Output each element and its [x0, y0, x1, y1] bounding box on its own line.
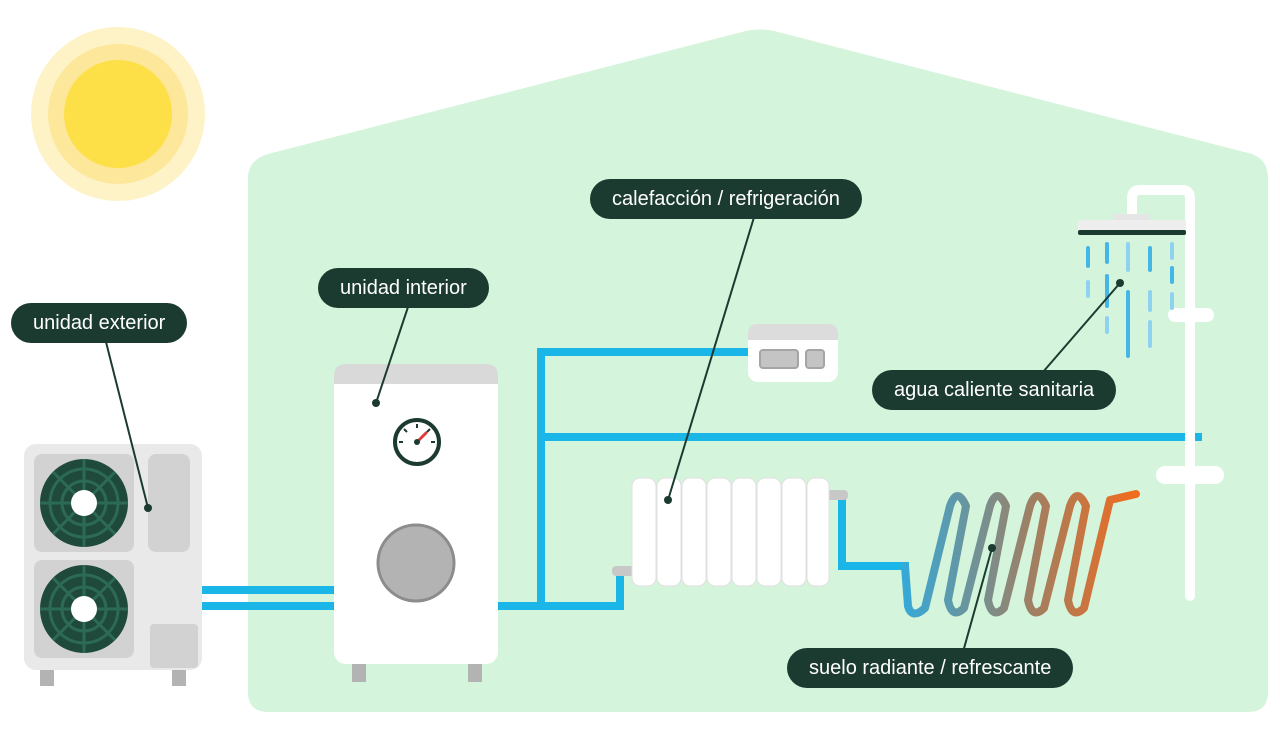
label-outdoor-unit: unidad exterior: [11, 303, 188, 343]
fan-icon: [40, 565, 128, 653]
indoor-unit: [334, 364, 498, 682]
pointer-dots: [144, 279, 1124, 552]
radiator-icon: [612, 477, 848, 587]
fan-icon: [40, 459, 128, 547]
label-hot-water: agua caliente sanitaria: [872, 370, 1117, 410]
thermostat-icon: [748, 324, 838, 382]
sun-icon: [31, 27, 205, 201]
underfloor-coil: [901, 490, 1140, 618]
label-heating-cooling: calefacción / refrigeración: [590, 179, 862, 219]
pressure-gauge-icon: [393, 418, 441, 466]
outdoor-unit: [24, 444, 202, 686]
pipe-network: [196, 348, 1202, 610]
label-indoor-unit: unidad interior: [318, 268, 489, 308]
shower-icon: [1078, 185, 1224, 601]
pointer-lines: [104, 213, 1121, 653]
label-underfloor: suelo radiante / refrescante: [787, 648, 1074, 688]
